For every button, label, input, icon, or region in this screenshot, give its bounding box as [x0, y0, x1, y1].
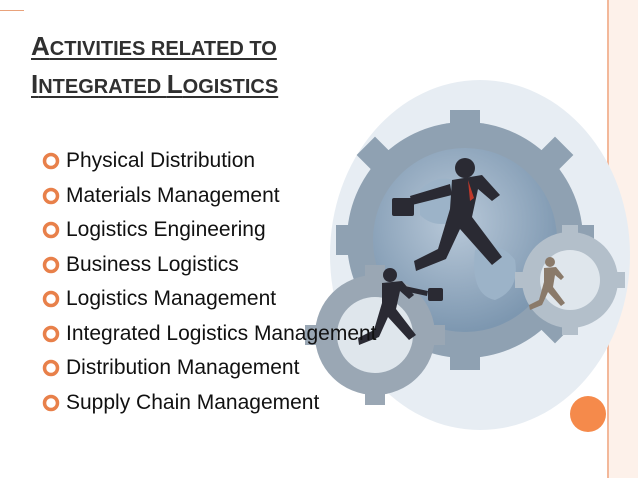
list-item: Materials Management — [40, 179, 377, 214]
list-item: Physical Distribution — [40, 144, 377, 179]
hollow-circle-bullet-icon — [42, 394, 60, 411]
list-item-label: Logistics Management — [66, 287, 277, 311]
list-item: Business Logistics — [40, 248, 377, 283]
title-line-1: ACTIVITIES RELATED TO — [31, 28, 278, 66]
hollow-circle-bullet-icon — [42, 360, 60, 377]
gears-businessmen-illustration — [305, 80, 630, 430]
hollow-circle-bullet-icon — [42, 256, 60, 273]
running-businessman-small — [358, 268, 443, 345]
title-line1-first-letter: A — [31, 31, 50, 61]
hollow-circle-bullet-icon — [42, 153, 60, 170]
title-line1-rest: CTIVITIES RELATED TO — [49, 38, 277, 60]
orange-circle-decoration — [570, 396, 606, 432]
hollow-circle-bullet-icon — [42, 325, 60, 342]
list-item: Logistics Management — [40, 282, 377, 317]
bullet-list: Physical Distribution Materials Manageme… — [40, 144, 377, 420]
list-item-label: Materials Management — [66, 183, 280, 207]
hollow-circle-bullet-icon — [42, 187, 60, 204]
list-item-label: Physical Distribution — [66, 149, 256, 173]
list-item-label: Distribution Management — [66, 356, 300, 380]
title-line2-first-letter: I — [31, 69, 39, 99]
list-item: Distribution Management — [40, 351, 377, 386]
running-businessman-large — [392, 158, 502, 271]
distant-runner — [529, 257, 565, 310]
list-item-label: Logistics Engineering — [66, 218, 266, 242]
title-line2-word2-rest: OGISTICS — [182, 76, 279, 98]
title-line-2: INTEGRATED LOGISTICS — [31, 66, 278, 104]
list-item: Integrated Logistics Management — [40, 317, 377, 352]
title-line2-second-letter: L — [166, 69, 183, 99]
list-item-label: Supply Chain Management — [66, 390, 320, 414]
hollow-circle-bullet-icon — [42, 291, 60, 308]
top-left-accent-line — [0, 10, 24, 11]
slide-title: ACTIVITIES RELATED TO INTEGRATED LOGISTI… — [31, 28, 278, 104]
list-item: Supply Chain Management — [40, 386, 377, 421]
title-line2-word1-rest: NTEGRATED — [38, 76, 167, 98]
list-item-label: Business Logistics — [66, 252, 239, 276]
right-gear-icon — [515, 225, 625, 335]
list-item: Logistics Engineering — [40, 213, 377, 248]
hollow-circle-bullet-icon — [42, 222, 60, 239]
list-item-label: Integrated Logistics Management — [66, 321, 377, 345]
